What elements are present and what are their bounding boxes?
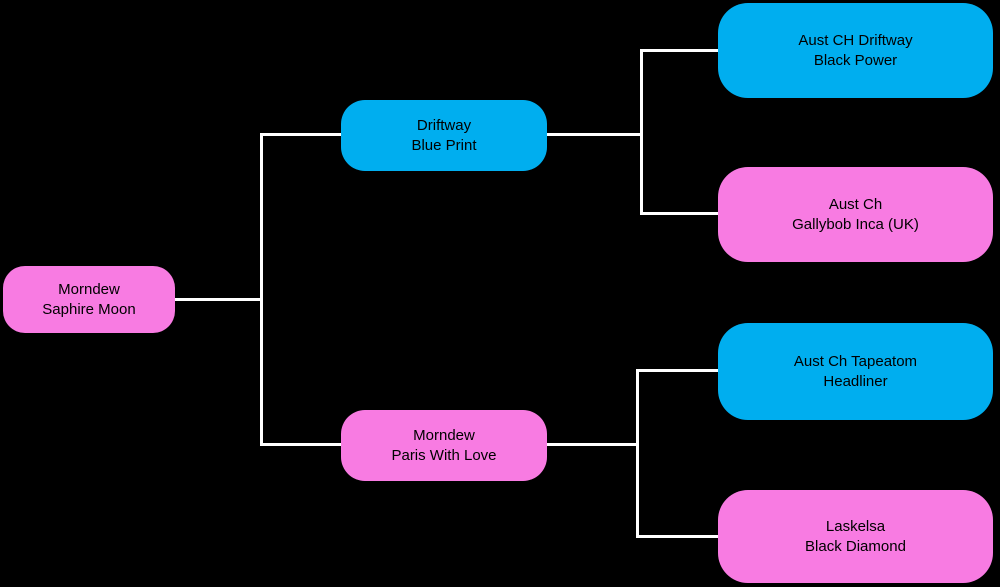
- connector-parents-vertical: [260, 133, 263, 446]
- node-label-line1: Laskelsa: [825, 517, 886, 535]
- node-laskelsa-black-diamond: Laskelsa Black Diamond: [718, 490, 993, 583]
- connector-dam-horizontal: [260, 443, 341, 446]
- node-label-line1: Morndew: [58, 280, 120, 298]
- connector-dam-dam-horizontal: [636, 535, 718, 538]
- connector-sire-out-horizontal: [547, 133, 643, 136]
- node-label-line2: Saphire Moon: [42, 300, 136, 318]
- connector-dam-sire-horizontal: [636, 369, 718, 372]
- connector-sire-grandparents-vertical: [640, 49, 643, 215]
- node-label-line1: Morndew: [413, 426, 475, 444]
- node-label-line1: Aust Ch Tapeatom: [793, 352, 918, 370]
- node-label-line2: Paris With Love: [391, 446, 497, 464]
- node-driftway-blue-print: Driftway Blue Print: [341, 100, 547, 171]
- node-label-line1: Aust Ch: [828, 195, 883, 213]
- connector-sire-dam-horizontal: [640, 212, 718, 215]
- connector-sire-horizontal: [260, 133, 341, 136]
- node-aust-ch-driftway-black-power: Aust CH Driftway Black Power: [718, 3, 993, 98]
- connector-subject-horizontal: [175, 298, 263, 301]
- node-aust-ch-gallybob-inca-uk: Aust Ch Gallybob Inca (UK): [718, 167, 993, 262]
- node-aust-ch-tapeatom-headliner: Aust Ch Tapeatom Headliner: [718, 323, 993, 420]
- node-morndew-paris-with-love: Morndew Paris With Love: [341, 410, 547, 481]
- node-label-line2: Blue Print: [411, 136, 477, 154]
- node-label-line1: Driftway: [416, 116, 472, 134]
- node-label-line2: Gallybob Inca (UK): [792, 215, 919, 233]
- node-morndew-saphire-moon: Morndew Saphire Moon: [3, 266, 175, 333]
- connector-dam-out-horizontal: [547, 443, 639, 446]
- connector-dam-grandparents-vertical: [636, 369, 639, 538]
- node-label-line1: Aust CH Driftway: [798, 31, 913, 49]
- node-label-line2: Headliner: [823, 372, 888, 390]
- connector-sire-sire-horizontal: [640, 49, 718, 52]
- node-label-line2: Black Power: [813, 51, 898, 69]
- node-label-line2: Black Diamond: [805, 537, 906, 555]
